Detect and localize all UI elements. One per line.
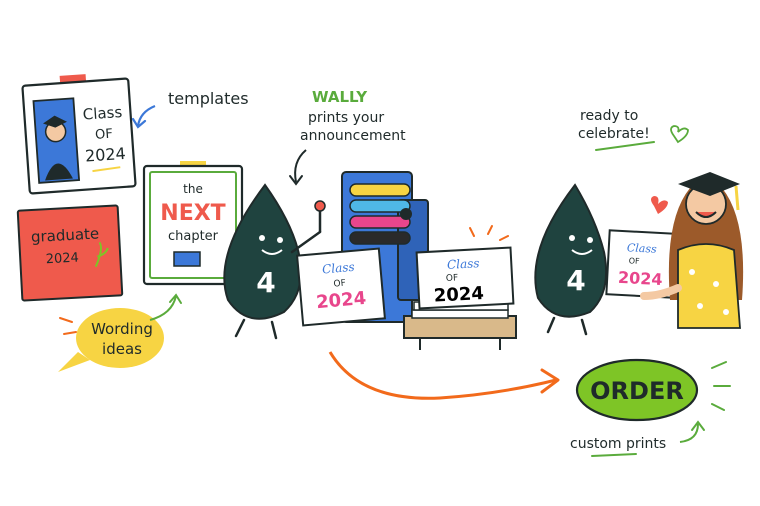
template-photo-card[interactable]: Class OF 2024 [21,74,137,195]
sparkle-icon [59,317,77,335]
order-button-label: ORDER [590,377,684,405]
sheet-of-text: OF [333,279,346,290]
heart-outline-icon [670,125,689,144]
printed-sheet [296,247,386,327]
mascot-number: 4 [256,266,275,299]
graduate-card-year: 2024 [45,251,79,268]
card-class-text: Class [82,103,123,124]
leaf-icon [94,241,109,268]
wording-ideas-bubble[interactable]: Wording ideas [58,308,164,372]
book-icon [173,251,201,267]
wally-line3: announcement [300,128,406,144]
wording-label-line2: ideas [102,340,142,358]
cap-icon [43,115,67,128]
heart-icon [651,196,668,214]
custom-prints-label: custom prints [570,436,666,452]
wording-arrow [149,295,177,321]
sparkle-icon-stack [469,225,509,241]
printed-stack: Class OF 2024 [403,225,517,350]
wording-label-line1: Wording [91,320,153,338]
roller-cyan [349,199,411,213]
roller-yellow [349,183,411,197]
graduate-card-title: graduate [31,224,100,246]
templates-label: templates [168,89,249,108]
wally-line2: prints your [308,110,384,126]
next-card-next: NEXT [160,201,225,226]
card-of-text: OF [95,127,114,143]
grad-cap-icon [678,172,740,196]
roller-black [349,231,411,245]
stack-of-text: OF [446,273,459,284]
pallet [403,315,517,339]
graduate-person [640,172,744,329]
graduate-card[interactable]: graduate 2024 [16,204,124,302]
held-announcement: Class OF 2024 [605,229,677,299]
mascot-wally: 4 [223,183,326,340]
order-sparkle-icon [711,361,731,411]
next-chapter-card[interactable]: the NEXT chapter [142,161,244,286]
mascot-holder: 4 [534,183,608,336]
lever-knob-icon[interactable] [314,200,326,212]
wally-title: WALLY [312,88,368,106]
stack-year-text: 2024 [433,283,484,307]
order-button[interactable]: ORDER [575,358,699,422]
stack-class-text: Class [447,256,480,272]
custom-prints-arrow [679,423,699,443]
held-year-text: 2024 [618,268,663,289]
mascot-number-2: 4 [566,264,585,297]
flow-arrowhead [540,368,560,394]
roller-magenta [349,215,411,229]
sheet-year-text: 2024 [315,288,367,313]
ready-line1: ready to [580,108,638,124]
wally-arrow [294,149,307,183]
next-card-the: the [183,182,203,196]
printing-press: Class OF 2024 [296,171,429,327]
ready-line2: celebrate! [578,126,650,142]
card-year-text: 2024 [84,144,126,166]
held-class-text: Class [627,241,658,256]
held-of-text: OF [628,256,640,266]
sheet-class-text: Class [322,260,356,277]
flow-arrow [328,351,557,400]
next-card-chapter: chapter [168,229,219,244]
templates-arrow [136,104,156,127]
